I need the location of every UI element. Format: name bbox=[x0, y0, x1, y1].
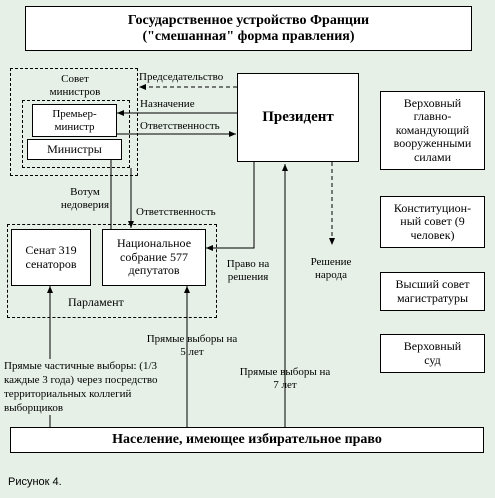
senate-box: Сенат 319 сенаторов bbox=[11, 229, 91, 286]
title-line-1: Государственное устройство Франции bbox=[127, 12, 370, 28]
national-assembly-box: Национальное собрание 577 депутатов bbox=[102, 229, 206, 286]
magistracy-council-box: Высший совет магистратуры bbox=[380, 272, 485, 311]
council-of-ministers-label: Совет министров bbox=[49, 73, 101, 99]
senate-label: Сенат 319 сенаторов bbox=[25, 243, 77, 271]
supreme-court-box: Верховный суд bbox=[380, 334, 485, 373]
constitutional-council-box: Конституцион-ный совет (9 человек) bbox=[380, 196, 485, 248]
direct-7-label: Прямые выборы на 7 лет bbox=[239, 366, 331, 392]
government-inner-frame bbox=[22, 100, 130, 168]
responsibility-assembly-label: Ответственность bbox=[136, 206, 216, 218]
dissolution-right-label: Право на решения bbox=[226, 258, 270, 284]
magistracy-council-label: Высший совет магистратуры bbox=[395, 277, 470, 305]
title-line-2: ("смешанная" форма правления) bbox=[142, 28, 355, 44]
constitutional-council-label: Конституцион-ный совет (9 человек) bbox=[393, 200, 472, 242]
parliament-label: Парламент bbox=[68, 295, 124, 309]
supreme-commander-box: Верховный главно-командующий вооруженным… bbox=[380, 91, 485, 170]
supreme-commander-label: Верховный главно-командующий вооруженным… bbox=[393, 95, 472, 164]
referendum-label: Решение народа bbox=[310, 256, 352, 282]
chairmanship-label: Председательство bbox=[139, 71, 224, 83]
ministers-label: Министры bbox=[47, 141, 102, 156]
dissolution-right-arrow bbox=[206, 162, 255, 251]
president-box: Президент bbox=[237, 73, 359, 162]
senate-elections-label: Прямые частичные выборы: (1/3 каждые 3 г… bbox=[4, 359, 166, 416]
responsibility-pm-label: Ответственность bbox=[140, 120, 220, 132]
president-label: Президент bbox=[262, 109, 334, 126]
prime-minister-box: Премьер-министр bbox=[32, 104, 117, 137]
figure-caption: Рисунок 4. bbox=[8, 476, 62, 488]
ministers-box: Министры bbox=[27, 139, 122, 160]
appointment-label: Назначение bbox=[140, 98, 195, 110]
parliament-group bbox=[7, 224, 217, 318]
national-assembly-label: Национальное собрание 577 депутатов bbox=[116, 236, 192, 278]
direct-5-label: Прямые выборы на 5 лет bbox=[146, 333, 238, 359]
council-of-ministers-group bbox=[10, 68, 138, 176]
supreme-court-label: Верховный суд bbox=[403, 339, 462, 367]
diagram-title: Государственное устройство Франции ("сме… bbox=[25, 6, 472, 51]
population-box: Население, имеющее избирательное право bbox=[10, 427, 484, 453]
population-label: Население, имеющее избирательное право bbox=[112, 432, 382, 448]
no-confidence-label: Вотум недоверия bbox=[60, 186, 110, 212]
prime-minister-label: Премьер-министр bbox=[52, 108, 97, 133]
